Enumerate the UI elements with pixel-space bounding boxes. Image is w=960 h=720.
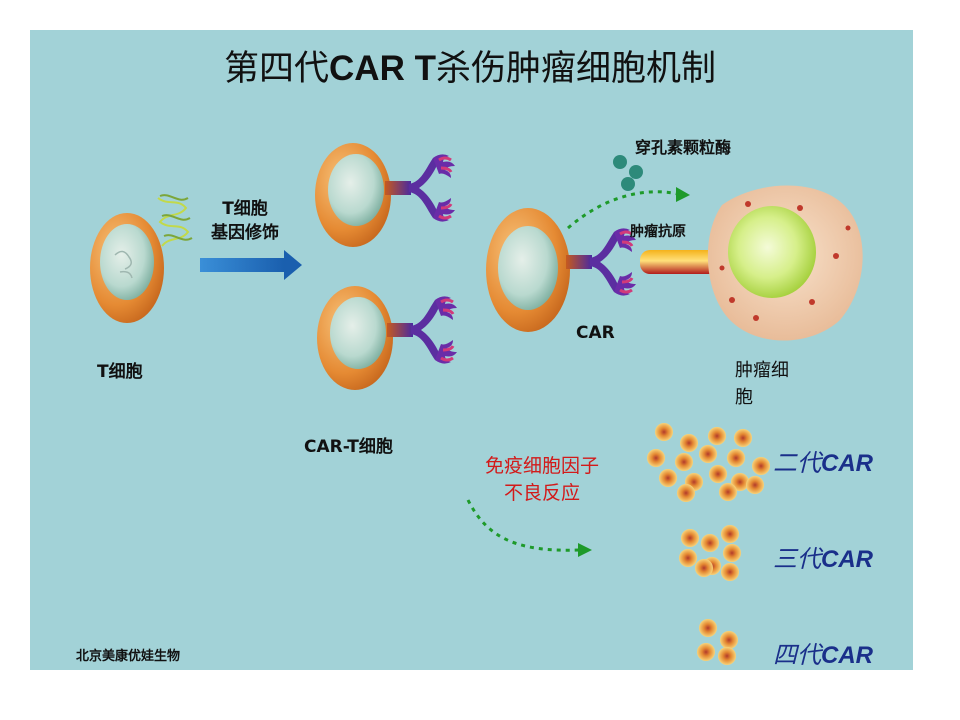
cytokine-dot: [709, 465, 727, 483]
cytokine-dot: [701, 534, 719, 552]
cytokine-dot: [721, 563, 739, 581]
cytokine-dot: [677, 484, 695, 502]
generation-4-zh: 四代: [773, 641, 821, 669]
car-t-cell-top: [315, 143, 457, 247]
label-modify-line1: T细胞: [222, 199, 268, 219]
page-title: 第四代CAR T杀伤肿瘤细胞机制: [0, 40, 940, 91]
label-tumor-antigen: 肿瘤抗原: [630, 224, 686, 240]
generation-label-4: 四代CAR: [773, 635, 873, 670]
label-car-t-cell: CAR-T细胞: [304, 437, 393, 457]
cytokine-dot: [647, 449, 665, 467]
generation-2-zh: 二代: [773, 449, 821, 477]
cytokine-cluster-gen2: [647, 423, 770, 502]
title-bold: CAR T: [329, 49, 436, 88]
cytokine-dot: [727, 449, 745, 467]
cytokine-dot: [723, 544, 741, 562]
label-modify-line2: 基因修饰: [211, 223, 279, 243]
label-perforin: 穿孔素颗粒酶: [635, 138, 732, 157]
cytokine-dot: [680, 434, 698, 452]
label-t-cell: T细胞: [97, 362, 143, 382]
credit-text: 北京美康优娃生物: [76, 649, 181, 664]
cytokine-dot: [699, 445, 717, 463]
cytokine-note-line1: 免疫细胞因子: [484, 455, 599, 477]
title-prefix: 第四代: [224, 49, 330, 89]
diagram-panel: [30, 30, 913, 670]
cytokine-dot: [720, 631, 738, 649]
generation-2-en: CAR: [821, 450, 873, 477]
dna-helix-icon: [157, 194, 193, 247]
cytokine-dot: [752, 457, 770, 475]
cytokine-dot: [659, 469, 677, 487]
cytokine-dot: [681, 529, 699, 547]
generation-3-zh: 三代: [773, 545, 821, 573]
generation-3-en: CAR: [821, 546, 873, 573]
cytokine-dot: [699, 619, 717, 637]
cytokine-dot: [697, 643, 715, 661]
cytokine-dot: [731, 473, 749, 491]
cytokine-dot: [675, 453, 693, 471]
modification-arrow: [200, 250, 302, 280]
cytokine-dot: [719, 483, 737, 501]
cytokine-dot: [734, 429, 752, 447]
title-suffix: 杀伤肿瘤细胞机制: [435, 49, 716, 89]
cytokine-cluster-gen3: [679, 525, 741, 581]
label-car: CAR: [576, 323, 615, 343]
perforin-granules: [613, 155, 643, 191]
generation-label-3: 三代CAR: [773, 539, 873, 574]
tumor-antigen-rod: [640, 250, 726, 274]
label-tumor-cell-line2: 胞: [735, 387, 753, 408]
cytokine-dot: [655, 423, 673, 441]
generation-4-en: CAR: [821, 642, 873, 669]
cytokine-cluster-gen4: [697, 619, 738, 665]
cytokine-dot: [718, 647, 736, 665]
cytokine-note-line2: 不良反应: [503, 482, 580, 504]
generation-label-2: 二代CAR: [773, 443, 873, 478]
label-tumor-cell-line1: 肿瘤细: [735, 360, 789, 381]
cytokine-dot: [708, 427, 726, 445]
tumor-cell: [707, 185, 863, 341]
cytokine-arrow: [466, 499, 592, 557]
cytokine-dot: [679, 549, 697, 567]
cytokine-dot: [746, 476, 764, 494]
car-t-cell-attacking: [486, 208, 638, 332]
perforin-arrow: [567, 187, 690, 230]
car-t-cell-bottom: [317, 286, 459, 390]
cytokine-dot: [695, 559, 713, 577]
cytokine-dot: [721, 525, 739, 543]
t-cell: [90, 213, 164, 323]
